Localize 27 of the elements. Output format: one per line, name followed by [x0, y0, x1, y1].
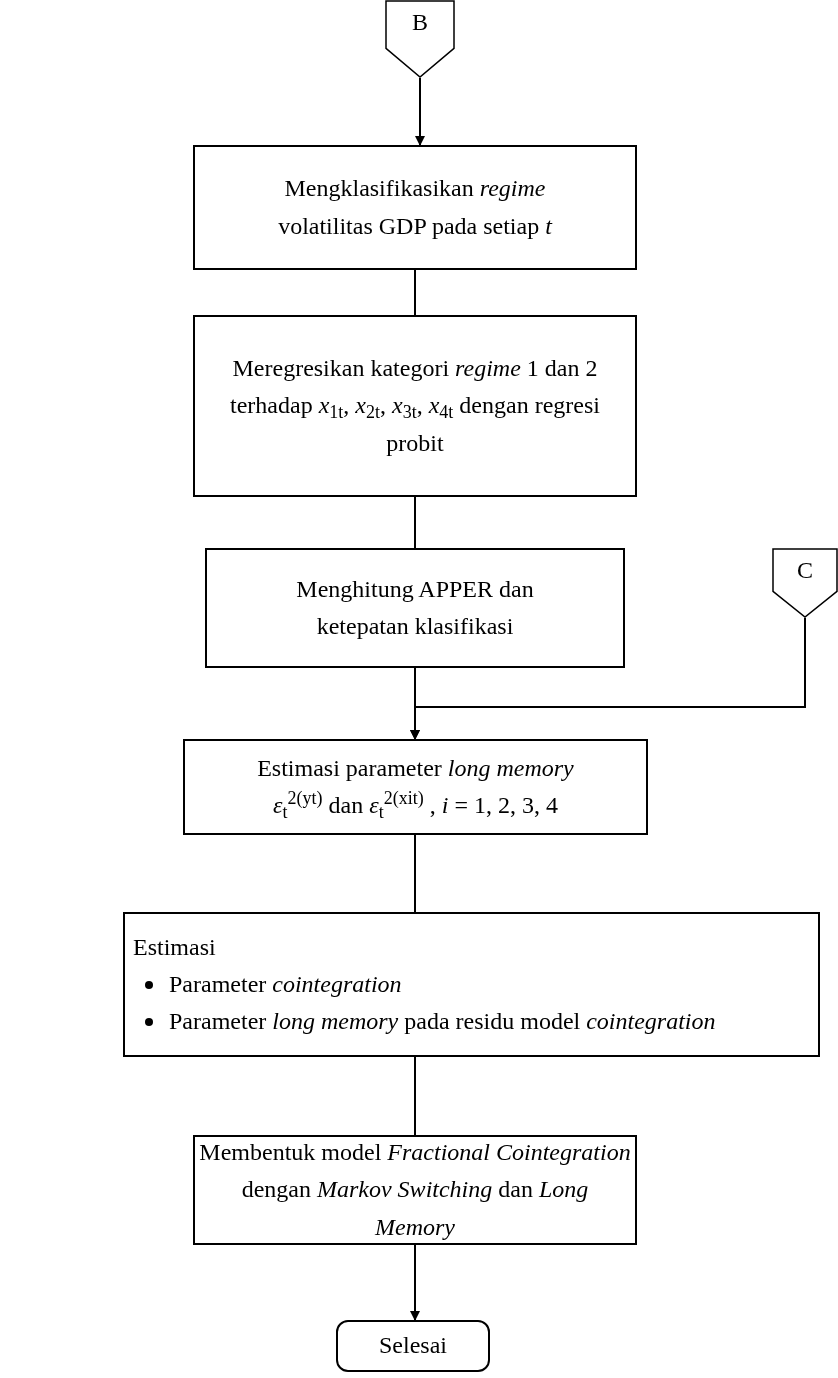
box-text: Selesai — [379, 1331, 447, 1361]
box-text: Mengklasifikasikan regime volatilitas GDP pada setiap t — [277, 174, 554, 241]
box-text: Membentuk model Fractional Cointegration dengan Markov Switching dan Long Memory — [199, 1138, 631, 1242]
box-text: Meregresikan kategori regime 1 dan 2 terhadap x$_{1t}$, x$_{2t}$, x$_{3t}$, x$_{4t}$ dengan regresi probit — [229, 354, 601, 458]
process-box — [193, 145, 637, 270]
box-text: Estimasi parameter long memory — [257, 753, 574, 783]
process-box — [183, 739, 648, 835]
connector-line — [414, 1056, 416, 1136]
process-box — [205, 548, 625, 668]
process-box — [193, 315, 637, 497]
arrow — [415, 77, 425, 146]
process-box — [123, 912, 820, 1057]
list-item: Parameter long memory pada residu model cointegration — [169, 1007, 716, 1037]
connector-line — [414, 496, 416, 549]
off-page-connector — [772, 548, 838, 618]
off-page-connector — [385, 0, 455, 78]
box-text: Menghitung APPER dan ketepatan klasifikasi — [295, 574, 535, 641]
arrow — [410, 1244, 420, 1321]
terminal-box — [336, 1320, 490, 1372]
connector-label: B — [412, 8, 428, 37]
connector-line — [414, 834, 416, 913]
arrow — [410, 617, 806, 740]
list-item: Parameter cointegration — [169, 969, 402, 999]
connector-line — [414, 269, 416, 316]
box-text: ε$_{t}$$^{2(yt)}$ dan ε$_{t}$$^{2(xit)}$ , i = 1, 2, 3, 4 — [273, 787, 558, 824]
box-heading: Estimasi — [133, 932, 217, 962]
connector-label: C — [797, 556, 813, 585]
